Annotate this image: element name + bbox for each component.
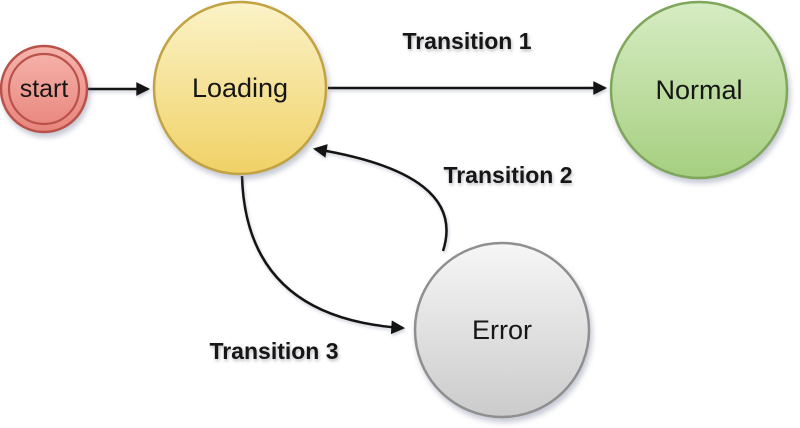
edge-loading-to-error [240, 175, 406, 335]
transition-1-label: Transition 1 [402, 28, 531, 54]
state-error-label: Error [472, 315, 532, 345]
state-normal-label: Normal [655, 75, 742, 105]
state-loading: Loading [152, 0, 328, 176]
state-error: Error [413, 241, 591, 419]
transition-2-label: Transition 2 [443, 162, 572, 188]
state-normal: Normal [609, 0, 789, 180]
edge-labels: Transition 1 Transition 2 Transition 3 [209, 28, 572, 364]
state-start-inner-ring [7, 52, 81, 126]
state-start: start [0, 44, 89, 134]
state-normal-circle [609, 0, 789, 180]
state-error-circle [413, 241, 591, 419]
state-loading-label: Loading [192, 73, 288, 103]
state-start-label: start [20, 75, 69, 103]
edge-error-to-loading [312, 144, 448, 252]
transition-3-label: Transition 3 [209, 338, 338, 364]
state-start-outer-circle [0, 44, 89, 134]
state-loading-circle [152, 0, 328, 176]
edges [88, 81, 608, 335]
